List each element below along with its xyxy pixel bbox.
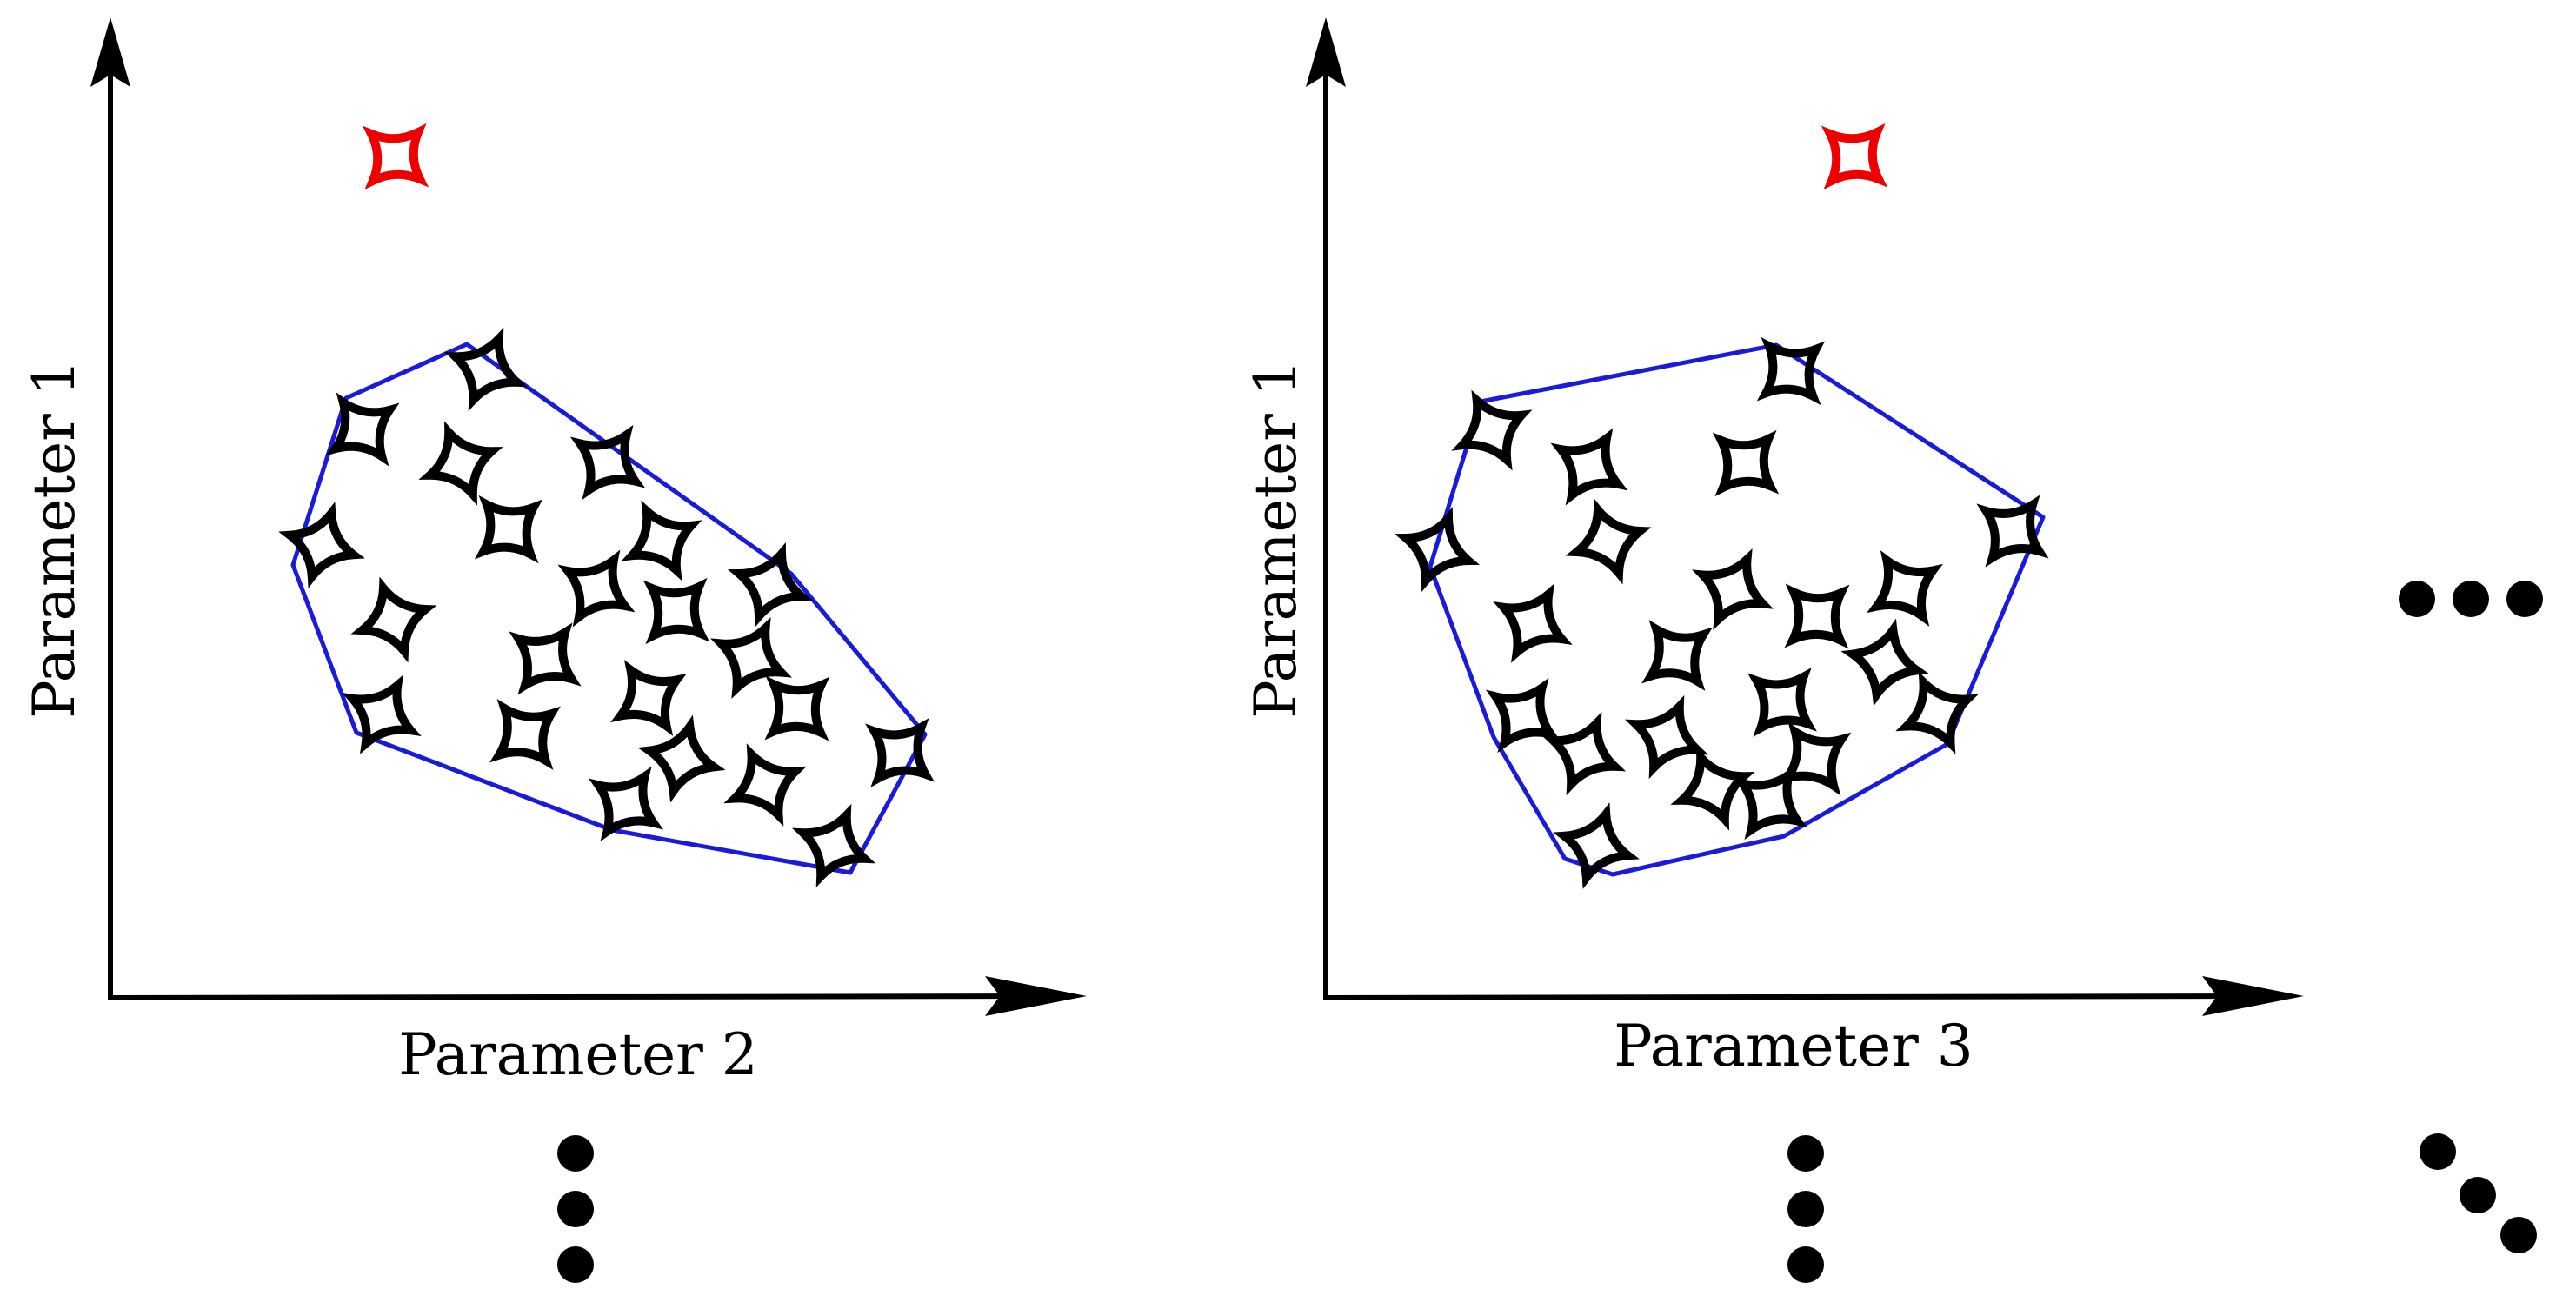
data-point-icon bbox=[764, 675, 830, 741]
data-point-icon bbox=[727, 542, 814, 628]
data-point-icon bbox=[1895, 671, 1979, 754]
x-axis-arrow-icon bbox=[985, 976, 1087, 1016]
data-point-icon bbox=[1784, 583, 1850, 649]
data-point-icon bbox=[1747, 668, 1817, 737]
data-point-icon bbox=[1756, 336, 1826, 406]
data-point-icon bbox=[1565, 498, 1652, 585]
y-axis-label: Parameter 1 bbox=[21, 359, 88, 718]
data-point-icon bbox=[865, 718, 935, 787]
ellipsis-vertical-left bbox=[557, 1135, 594, 1283]
x-axis-arrow-icon bbox=[2202, 976, 2304, 1016]
data-point-icon bbox=[610, 660, 687, 736]
dot-icon bbox=[557, 1246, 594, 1283]
dot-icon bbox=[2453, 581, 2489, 617]
x-axis bbox=[1322, 993, 2270, 1000]
y-axis-arrow-icon bbox=[90, 17, 130, 87]
data-point-icon bbox=[1493, 583, 1573, 663]
data-point-icon bbox=[1485, 677, 1561, 754]
data-point-icon bbox=[1451, 389, 1533, 471]
data-point-icon bbox=[1553, 802, 1640, 889]
data-point-icon bbox=[1692, 548, 1774, 630]
x-axis bbox=[107, 993, 1053, 1000]
dot-icon bbox=[1787, 1191, 1824, 1227]
data-point-icon bbox=[350, 576, 437, 663]
x-axis-label: Parameter 3 bbox=[1614, 1013, 1973, 1080]
panel-right: Parameter 1 Parameter 3 bbox=[1242, 17, 2304, 1080]
dot-icon bbox=[2399, 581, 2435, 617]
panel-left: Parameter 1 Parameter 2 bbox=[21, 17, 1087, 1088]
data-point-icon bbox=[509, 622, 582, 695]
data-points bbox=[278, 123, 935, 888]
outlier-point-icon bbox=[1821, 123, 1888, 190]
data-point-icon bbox=[418, 421, 503, 506]
y-axis-label: Parameter 1 bbox=[1242, 359, 1309, 718]
data-point-icon bbox=[710, 617, 792, 699]
data-point-icon bbox=[723, 743, 807, 827]
data-point-icon bbox=[1670, 746, 1755, 831]
ellipsis-horizontal-right bbox=[2399, 581, 2543, 617]
ellipsis-diagonal bbox=[2420, 1133, 2537, 1253]
data-point-icon bbox=[1840, 618, 1929, 707]
data-point-icon bbox=[637, 714, 726, 803]
data-point-icon bbox=[621, 500, 702, 581]
data-point-icon bbox=[1394, 506, 1481, 593]
data-point-icon bbox=[642, 577, 710, 645]
data-point-icon bbox=[1541, 711, 1627, 796]
y-axis-arrow-icon bbox=[1306, 17, 1346, 87]
data-point-icon bbox=[1624, 694, 1709, 780]
x-axis-label: Parameter 2 bbox=[398, 1021, 757, 1088]
data-point-icon bbox=[474, 495, 543, 564]
data-point-icon bbox=[569, 424, 646, 501]
data-point-icon bbox=[1712, 429, 1780, 497]
data-point-icon bbox=[1976, 495, 2049, 568]
dot-icon bbox=[1787, 1135, 1824, 1172]
dot-icon bbox=[2506, 581, 2543, 617]
dot-icon bbox=[557, 1135, 594, 1172]
data-point-icon bbox=[1732, 764, 1808, 841]
data-point-icon bbox=[489, 699, 561, 770]
ellipsis-vertical-middle bbox=[1787, 1135, 1824, 1283]
outlier-point-icon bbox=[362, 123, 429, 190]
data-point-icon bbox=[1641, 620, 1713, 691]
data-point-icon bbox=[325, 392, 400, 467]
data-point-icon bbox=[278, 502, 365, 588]
dot-icon bbox=[557, 1191, 594, 1227]
dot-icon bbox=[1787, 1246, 1824, 1283]
dot-icon bbox=[2420, 1133, 2456, 1170]
data-point-icon bbox=[1867, 550, 1943, 627]
data-point-icon bbox=[1550, 428, 1628, 506]
data-point-icon bbox=[557, 549, 636, 628]
data-points bbox=[1394, 123, 2049, 889]
data-point-icon bbox=[443, 327, 529, 412]
data-point-icon bbox=[588, 766, 664, 842]
data-point-icon bbox=[791, 803, 876, 888]
dot-icon bbox=[2500, 1217, 2537, 1253]
data-point-icon bbox=[1777, 721, 1852, 796]
data-point-icon bbox=[342, 674, 422, 754]
dot-icon bbox=[2460, 1177, 2496, 1213]
